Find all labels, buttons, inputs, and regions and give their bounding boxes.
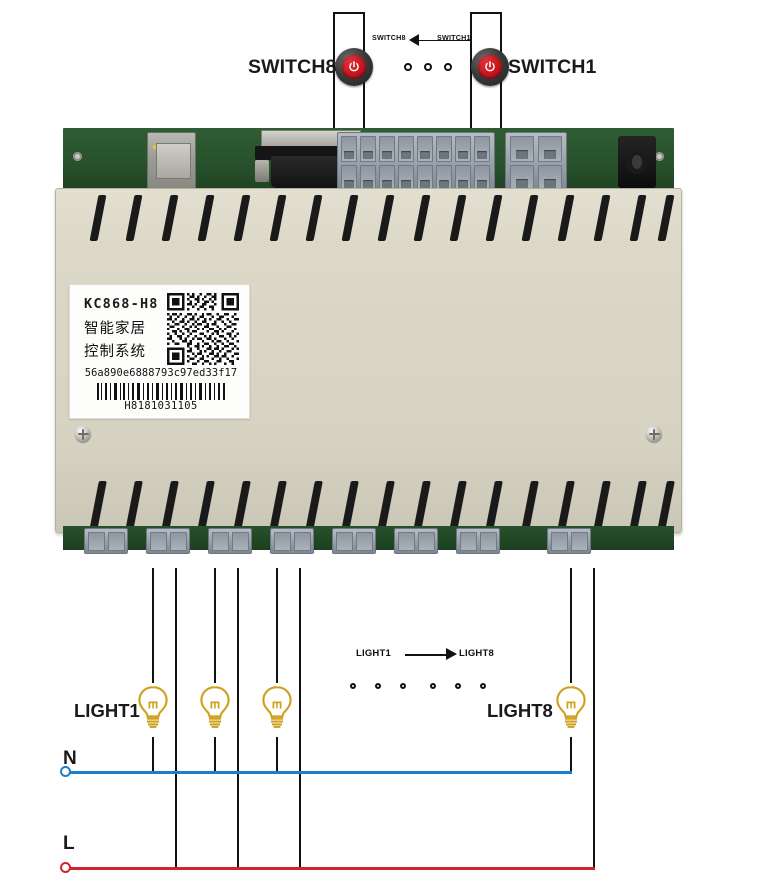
light1-wire-to-neutral — [152, 737, 155, 772]
power-icon — [349, 61, 359, 72]
light8-wire-top — [570, 568, 573, 683]
product-cn-line1: 智能家居 — [84, 321, 146, 337]
pcb-mount-hole — [73, 152, 82, 161]
switch1-button[interactable] — [471, 48, 509, 86]
bulb-icon — [262, 686, 292, 728]
light3-wire-to-live — [299, 568, 302, 868]
output-terminal-pair-4[interactable] — [270, 528, 314, 554]
output-terminal-pair-1[interactable] — [84, 528, 128, 554]
light1-wire-to-live — [175, 568, 178, 868]
switch-ellipsis-dot — [424, 63, 432, 71]
light8-wire-to-neutral — [570, 737, 573, 772]
light-ellipsis-dot — [375, 683, 381, 689]
light2-wire-to-neutral — [214, 737, 217, 772]
switch8-wire-top — [333, 12, 365, 15]
switch-range-to-label: SWITCH1 — [437, 33, 471, 42]
dc-barrel-power-jack — [618, 136, 656, 188]
light-range-arrow-line — [405, 654, 453, 656]
switch8-button-face — [342, 55, 366, 79]
switch1-button-face — [478, 55, 502, 79]
product-label-sticker: KC868-H8 智能家居 控制系统 — [69, 284, 250, 419]
switch1-wire-right — [500, 12, 503, 187]
output-terminal-pair-7[interactable] — [456, 528, 500, 554]
power-icon — [485, 61, 495, 72]
output-terminal-pair-8[interactable] — [547, 528, 591, 554]
neutral-rail — [68, 770, 572, 774]
aux-terminal-block-2way[interactable] — [505, 132, 567, 194]
light1-bulb — [136, 684, 170, 728]
live-terminal[interactable] — [60, 862, 71, 873]
light-range-to-label: LIGHT8 — [459, 648, 494, 659]
light2-wire-to-live — [237, 568, 240, 868]
neutral-terminal[interactable] — [60, 766, 71, 777]
product-mac-text: 56a890e6888793c97ed33f17 — [84, 367, 238, 379]
barcode-icon — [96, 383, 226, 400]
light3-wire-to-neutral — [276, 737, 279, 772]
controller-metal-case: KC868-H8 智能家居 控制系统 — [55, 188, 682, 533]
switch-range-arrow-head — [409, 34, 419, 46]
switch8-button[interactable] — [335, 48, 373, 86]
product-serial-text: H8181031105 — [124, 400, 198, 412]
output-terminal-pair-5[interactable] — [332, 528, 376, 554]
light2-bulb — [198, 684, 232, 728]
product-model-text: KC868-H8 — [84, 296, 159, 312]
light3-bulb — [260, 684, 294, 728]
light-ellipsis-dot — [455, 683, 461, 689]
switch-range-arrow-line — [417, 39, 471, 42]
output-terminal-pair-6[interactable] — [394, 528, 438, 554]
light8-wire-to-live — [593, 568, 596, 868]
bulb-icon — [200, 686, 230, 728]
switch8-wire-left — [333, 12, 336, 152]
light8-label: LIGHT8 — [487, 700, 553, 721]
kc868-h8-controller: KC868-H8 智能家居 控制系统 — [55, 128, 682, 568]
light-ellipsis-dot — [350, 683, 356, 689]
product-cn-line2: 控制系统 — [84, 344, 146, 360]
switch8-label: SWITCH8 — [248, 56, 337, 78]
light2-wire-top — [214, 568, 217, 683]
input-terminal-block-8way[interactable] — [337, 132, 495, 194]
light3-wire-top — [276, 568, 279, 683]
bulb-icon — [556, 686, 586, 728]
switch1-wire-left — [470, 12, 473, 152]
live-label: L — [63, 833, 75, 854]
pcb-mount-hole — [655, 152, 664, 161]
bulb-icon — [138, 686, 168, 728]
switch-ellipsis-dot — [444, 63, 452, 71]
light-ellipsis-dot — [400, 683, 406, 689]
light-ellipsis-dot — [480, 683, 486, 689]
rj45-ethernet-jack — [147, 132, 196, 194]
neutral-label: N — [63, 748, 77, 769]
switch1-wire-top — [470, 12, 502, 15]
light8-bulb — [554, 684, 588, 728]
case-screw — [75, 426, 91, 442]
switch-ellipsis-dot — [404, 63, 412, 71]
qr-code-icon — [167, 293, 239, 365]
light1-label: LIGHT1 — [74, 700, 140, 721]
case-screw — [646, 426, 662, 442]
light-ellipsis-dot — [430, 683, 436, 689]
light-range-from-label: LIGHT1 — [356, 648, 391, 659]
switch1-label: SWITCH1 — [508, 56, 597, 78]
output-terminal-pair-3[interactable] — [208, 528, 252, 554]
switch8-wire-right — [363, 12, 366, 187]
light-range-arrow-head — [446, 648, 457, 660]
switch-range-from-label: SWITCH8 — [372, 33, 406, 42]
light1-wire-top — [152, 568, 155, 683]
output-terminal-pair-2[interactable] — [146, 528, 190, 554]
live-rail — [68, 866, 595, 870]
